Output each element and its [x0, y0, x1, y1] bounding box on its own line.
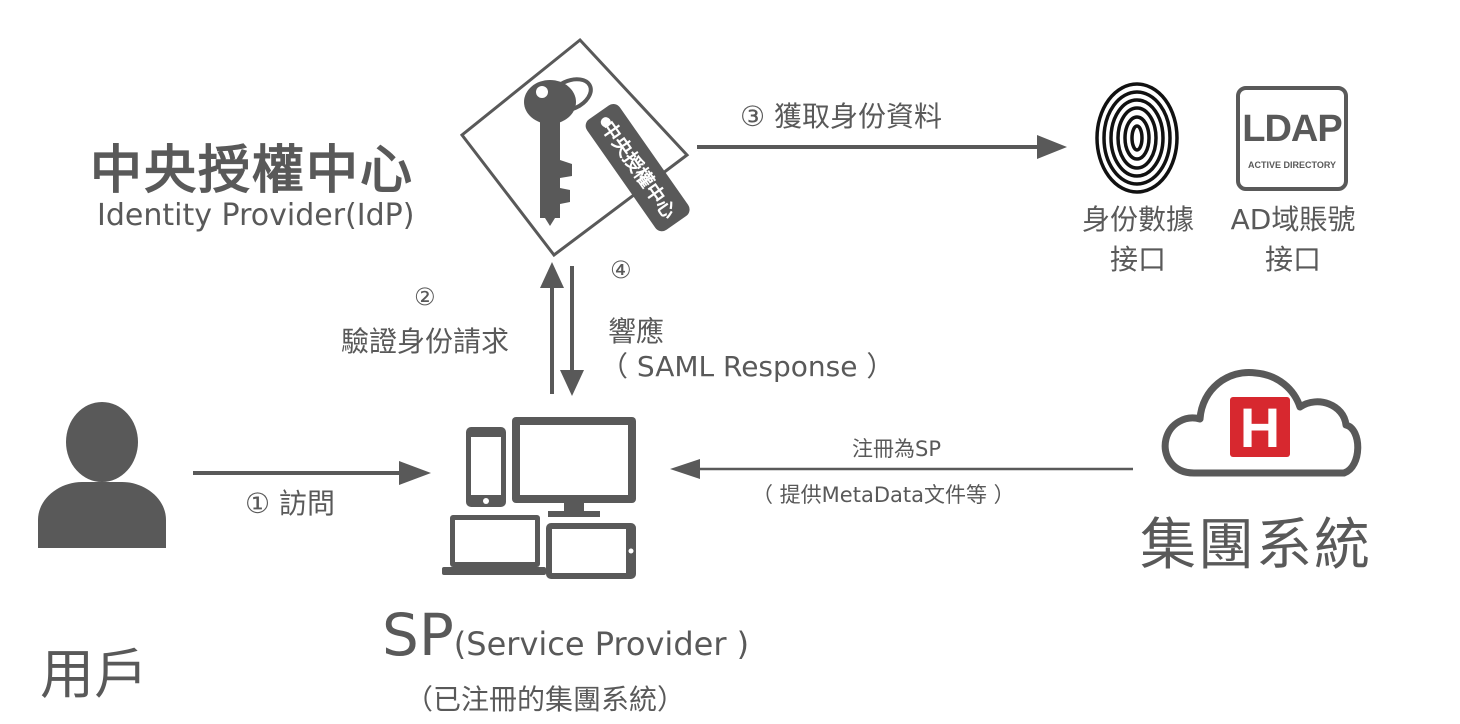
sp-label: SP(Service Provider ) — [382, 606, 749, 664]
fingerprint-line1: 身份數據 — [1081, 203, 1194, 236]
step4-number: ④ — [610, 256, 632, 284]
arrows-idp-sp — [540, 262, 584, 396]
arrow-step2 — [540, 262, 564, 394]
idp-subtitle: Identity Provider(IdP) — [97, 198, 415, 233]
ldap-logo-main: LDAP — [1242, 108, 1342, 150]
step2-text: 驗證身份請求 — [341, 325, 510, 358]
step2-number: ② — [414, 283, 436, 311]
group-label: 集團系統 — [1140, 513, 1372, 578]
sp-devices-icon — [442, 417, 636, 579]
fingerprint-line2: 接口 — [1109, 243, 1166, 276]
idp-title: 中央授權中心 — [90, 141, 415, 201]
sp-note: （已注冊的集團系統） — [405, 683, 686, 716]
arrow-step3 — [697, 135, 1067, 159]
ldap-line1: AD域賬號 — [1230, 203, 1356, 236]
arrow-step4 — [560, 266, 584, 396]
step1-text: 訪問 — [279, 487, 336, 520]
step3-label: ③ 獲取身份資料 — [740, 95, 942, 135]
ldap-logo: LDAP ACTIVE DIRECTORY — [1236, 86, 1348, 191]
step3-text: 獲取身份資料 — [774, 100, 943, 133]
fingerprint-caption: 身份數據 接口 — [1068, 200, 1208, 280]
laptop-icon — [442, 515, 546, 575]
register-line1: 注冊為SP — [852, 437, 941, 461]
user-label: 用戶 — [40, 643, 148, 706]
step4-detail: （ SAML Response ） — [600, 350, 895, 383]
user-icon — [38, 402, 166, 548]
ldap-logo-sub: ACTIVE DIRECTORY — [1247, 160, 1336, 170]
cloud-icon: H — [1161, 369, 1362, 477]
ldap-caption: AD域賬號 接口 — [1218, 200, 1368, 280]
sp-label-big: SP — [382, 601, 454, 669]
sp-label-rest: (Service Provider ) — [453, 625, 750, 663]
phone-icon — [466, 427, 506, 507]
step1-number: ① — [245, 487, 271, 520]
group-logo — [1230, 397, 1290, 457]
register-line2: （ 提供MetaData文件等 ） — [752, 483, 1015, 507]
key-icon: 中央授權中心 — [459, 37, 690, 258]
fingerprint-icon — [1095, 82, 1179, 194]
step4-text: 響應 — [608, 315, 665, 348]
arrow-register — [670, 459, 1133, 479]
step1-label: ① 訪問 — [245, 482, 335, 522]
tablet-icon — [546, 523, 636, 579]
step3-number: ③ — [740, 100, 766, 133]
monitor-icon — [512, 417, 636, 517]
idp-key-image: 中央授權中心 — [459, 37, 714, 260]
arrow-step1 — [193, 461, 431, 485]
group-logo-letter: H — [1240, 396, 1280, 459]
ldap-line2: 接口 — [1264, 243, 1321, 276]
